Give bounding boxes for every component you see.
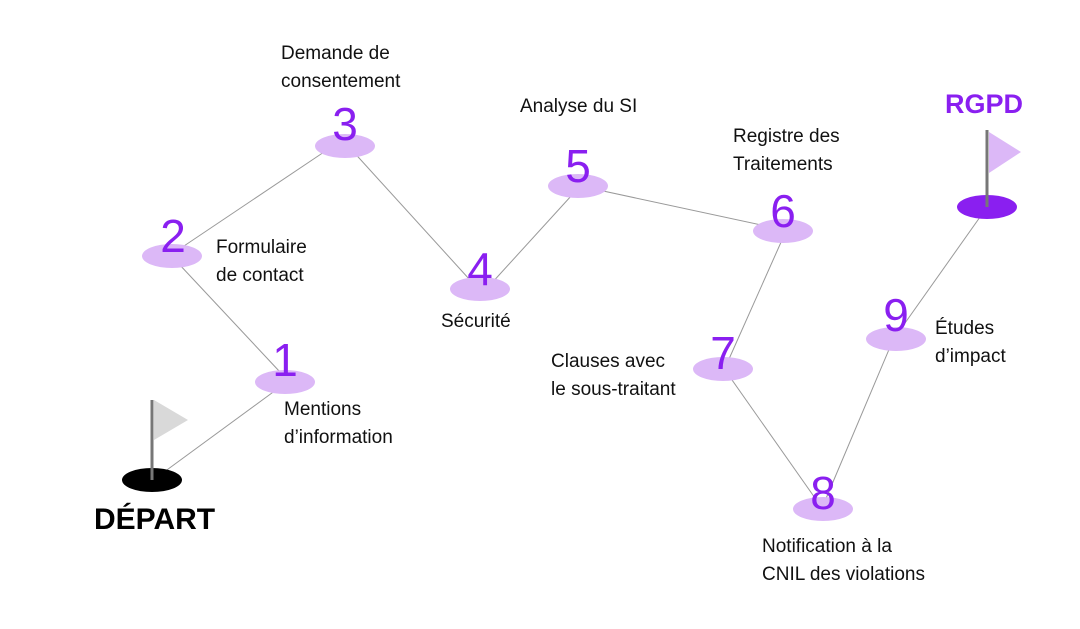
step-1-label-line1: Mentions	[284, 399, 362, 420]
edge-4-5	[489, 194, 573, 286]
node-1	[255, 370, 315, 394]
start-flag-icon	[122, 400, 188, 492]
step-7-number: 7	[710, 327, 736, 379]
step-6-number: 6	[770, 185, 796, 237]
step-7-label: Clauses avec le sous-traitant	[551, 348, 676, 404]
connector-lines	[159, 147, 986, 509]
step-6-label: Registre des Traitements	[733, 123, 840, 179]
step-3-label-line2: consentement	[281, 71, 401, 92]
node-8	[793, 497, 853, 521]
node-6	[753, 219, 813, 243]
edge-8-9	[821, 339, 894, 509]
step-2-label-line1: Formulaire	[216, 237, 307, 258]
start-flag-cloth	[154, 400, 188, 440]
step-1-number: 1	[272, 334, 298, 386]
step-5-label: Analyse du SI	[520, 93, 637, 121]
step-2-label-line2: de contact	[216, 265, 304, 286]
edge-1-2	[177, 262, 281, 373]
nodes	[142, 134, 926, 521]
step-4-label: Sécurité	[441, 308, 511, 336]
edge-3-4	[349, 147, 471, 281]
step-5-number: 5	[565, 140, 591, 192]
node-7	[693, 357, 753, 381]
step-3-label: Demande de consentement	[281, 40, 400, 96]
step-8-label-line2: CNIL des violations	[762, 564, 925, 585]
step-9-number: 9	[883, 289, 909, 341]
step-9-label-line2: d’impact	[935, 346, 1006, 367]
start-label: DÉPART	[94, 503, 216, 536]
end-flag-cloth	[989, 132, 1021, 173]
step-8-number: 8	[810, 467, 836, 519]
edge-7-8	[724, 369, 823, 509]
node-5	[548, 174, 608, 198]
end-flag-icon	[957, 130, 1021, 219]
node-9	[866, 327, 926, 351]
step-8-label-line1: Notification à la	[762, 536, 892, 557]
edge-start-1	[159, 389, 277, 476]
edge-6-7	[724, 239, 783, 369]
step-1-label: Mentions d’information	[284, 396, 393, 452]
step-9-label-line1: Études	[935, 318, 995, 339]
node-3	[315, 134, 375, 158]
step-7-label-line2: le sous-traitant	[551, 379, 676, 400]
step-6-label-line1: Registre des	[733, 126, 840, 147]
step-8-label: Notification à la CNIL des violations	[762, 533, 925, 589]
node-2	[142, 244, 202, 268]
step-3-label-line1: Demande de	[281, 43, 390, 64]
step-2-number: 2	[160, 210, 186, 262]
step-4-number: 4	[467, 243, 493, 295]
node-4	[450, 277, 510, 301]
step-1-label-line2: d’information	[284, 427, 393, 448]
step-6-label-line2: Traitements	[733, 154, 833, 175]
step-5-label-line1: Analyse du SI	[520, 96, 638, 117]
edge-9-end	[892, 209, 986, 341]
edge-5-6	[579, 185, 776, 229]
step-4-label-line1: Sécurité	[441, 311, 511, 332]
step-9-label: Études d’impact	[935, 315, 1006, 371]
step-7-label-line1: Clauses avec	[551, 351, 666, 372]
edge-2-3	[177, 147, 331, 251]
end-label: RGPD	[945, 89, 1024, 119]
step-2-label: Formulaire de contact	[216, 234, 307, 290]
step-3-number: 3	[332, 98, 358, 150]
